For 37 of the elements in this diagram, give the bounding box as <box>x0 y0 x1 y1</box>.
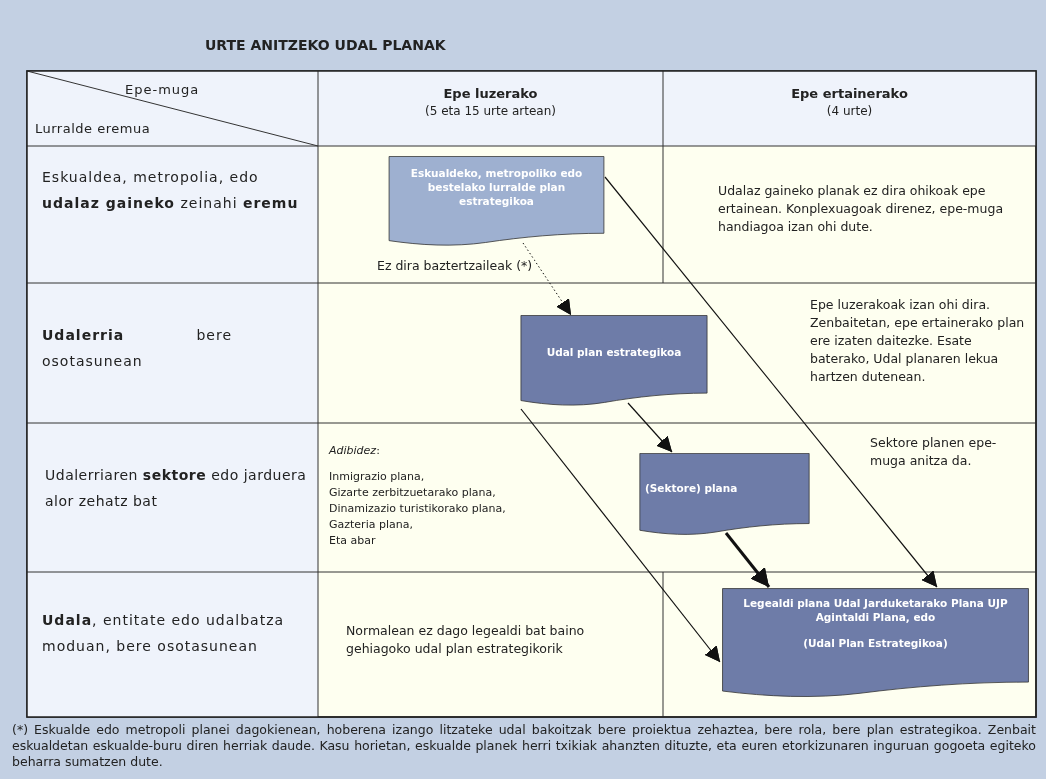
arrow <box>604 176 938 588</box>
row-header: Udalerriaren sektore edo jarduera alor zehatz bat <box>45 466 308 511</box>
row-header: Udala, entitate edo udalbatza moduan, bere osotasunean <box>42 611 286 656</box>
example-heading: Adibidez: <box>329 444 381 458</box>
footnote-text: (*) Eskualde edo metropoli planei dagokienean, hoberena izango litzateke udal bakoitzak bere proiektua zehaztea, bere rola, bere plan estrategikoa. Zenbait eskualdetan eskualde-buru diren herriak daude. Kasu horietan, eskualde planek herri txikiak ahanzten dituzte, eta euren etorkizunaren inguruan gogoeta egiteko beharra sumatzen dute. <box>12 722 1036 770</box>
document-shape <box>388 156 605 248</box>
list-item: Gizarte zerbitzuetarako plana, <box>329 486 497 500</box>
document-shape <box>721 588 1030 700</box>
column-subheader: (5 eta 15 urte artean) <box>424 103 557 119</box>
list-item: Eta abar <box>329 534 377 548</box>
node-text: Udal plan estrategikoa <box>545 345 683 359</box>
node-text: (Sektore) plana <box>645 481 739 495</box>
column-header: Epe luzerako <box>442 85 539 103</box>
edge-label: Ez dira baztertzaileak (*) <box>375 258 535 273</box>
arrow <box>522 242 572 316</box>
node-text: (Udal Plan Estrategikoa) <box>802 636 949 650</box>
column-subheader: (4 urte) <box>825 103 874 119</box>
arrow <box>724 532 771 588</box>
row-header: Eskualdea, metropolia, edo udalaz gaineko zeinahi eremu <box>42 168 300 213</box>
row-header: Udalerria bere osotasunean <box>42 326 232 371</box>
list-item: Inmigrazio plana, <box>329 470 426 484</box>
list-item: Gazteria plana, <box>329 518 414 532</box>
column-heading: Epe-muga <box>125 81 201 99</box>
arrow <box>520 408 721 663</box>
node-text: Eskualdeko, metropoliko edo bestelako lurralde plan estrategikoa <box>409 166 584 208</box>
cell-note: Normalean ez dago legealdi bat baino gehiagoko udal plan estrategikorik <box>346 622 586 658</box>
arrow <box>627 402 673 453</box>
cell-note: Sektore planen epe-muga anitza da. <box>870 434 998 470</box>
cell-note: Udalaz gaineko planak ez dira ohikoak epe ertainean. Konplexuagoak direnez, epe-muga handiagoa izan ohi dute. <box>718 182 1005 236</box>
node-text: Legealdi plana Udal Jarduketarako Plana UJP Agintaldi Plana, edo <box>742 596 1009 624</box>
document-shape <box>639 453 810 537</box>
title: URTE ANITZEKO UDAL PLANAK <box>205 37 446 53</box>
document-shape <box>520 315 708 408</box>
cell-note: Epe luzerakoak izan ohi dira. Zenbaitetan, epe ertainerako plan ere izaten daitezke. Esate baterako, Udal planaren lekua hartzen dutenean. <box>810 296 1025 386</box>
list-item: Dinamizazio turistikorako plana, <box>329 502 507 516</box>
row-heading: Lurralde eremua <box>35 120 152 138</box>
column-header: Epe ertainerako <box>790 85 909 103</box>
